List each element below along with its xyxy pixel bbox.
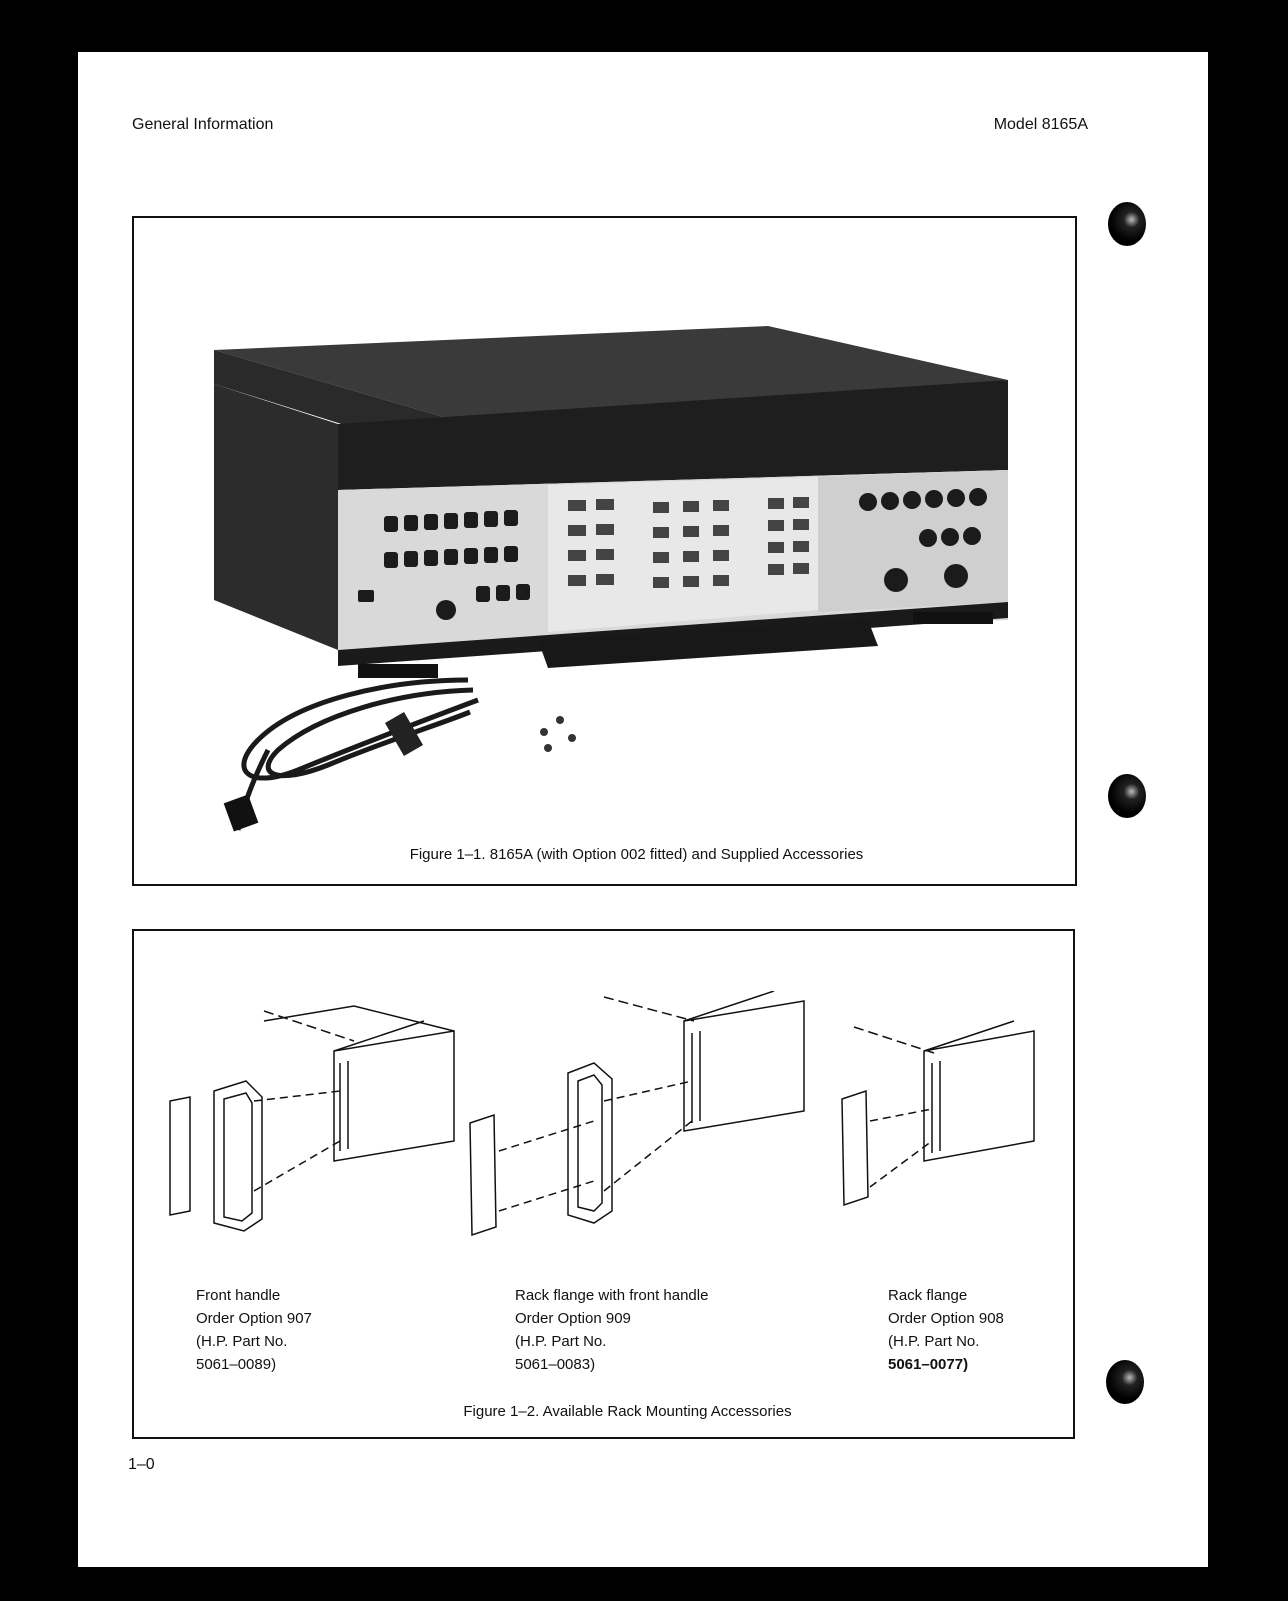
accessory-part-label: (H.P. Part No. xyxy=(196,1333,288,1350)
binder-hole xyxy=(1108,202,1146,246)
accessory-option: Order Option 908 xyxy=(888,1310,1004,1327)
accessory-part-label: (H.P. Part No. xyxy=(888,1333,980,1350)
accessory-label-rack-flange-handle: Rack flange with front handle Order Opti… xyxy=(515,1261,708,1376)
manual-page: General Information Model 8165A xyxy=(78,52,1208,1567)
accessory-label-rack-flange: Rack flange Order Option 908 (H.P. Part … xyxy=(888,1261,1004,1376)
figure-1-1-caption: Figure 1–1. 8165A (with Option 002 fitte… xyxy=(409,846,864,863)
accessory-label-front-handle: Front handle Order Option 907 (H.P. Part… xyxy=(196,1261,312,1376)
binder-hole xyxy=(1108,774,1146,818)
page-number: 1–0 xyxy=(128,1456,155,1473)
section-header: General Information xyxy=(132,116,274,133)
accessory-option: Order Option 909 xyxy=(515,1310,631,1327)
binder-hole xyxy=(1106,1360,1144,1404)
instrument-photo xyxy=(214,326,1008,832)
model-header: Model 8165A xyxy=(993,116,1088,133)
accessory-option: Order Option 907 xyxy=(196,1310,312,1327)
rack-accessories-drawing xyxy=(169,991,1035,1237)
accessory-name: Front handle xyxy=(196,1287,281,1304)
figure-1-2: Front handle Order Option 907 (H.P. Part… xyxy=(132,929,1075,1439)
accessory-part-number: 5061–0083) xyxy=(515,1356,596,1373)
accessory-name: Rack flange with front handle xyxy=(515,1287,709,1304)
accessory-part-number: 5061–0077) xyxy=(888,1356,969,1373)
accessory-part-number: 5061–0089) xyxy=(196,1356,277,1373)
accessory-part-label: (H.P. Part No. xyxy=(515,1333,607,1350)
accessory-name: Rack flange xyxy=(888,1287,968,1304)
figure-1-1: Figure 1–1. 8165A (with Option 002 fitte… xyxy=(132,216,1077,886)
figure-1-2-caption: Figure 1–2. Available Rack Mounting Acce… xyxy=(463,1403,792,1420)
